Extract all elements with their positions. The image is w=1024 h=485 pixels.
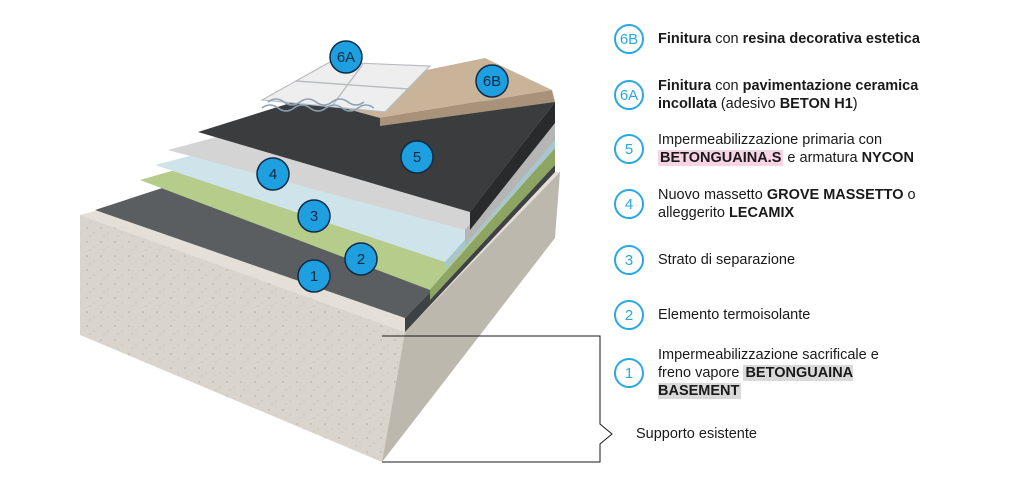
support-callout-line xyxy=(382,335,613,463)
badge-6b: 6B xyxy=(475,64,509,98)
badge-6a-label: 6A xyxy=(337,49,355,66)
badge-4-label: 4 xyxy=(269,166,277,183)
finish-6a-ceramic-tiles xyxy=(260,61,432,113)
legend-number-6a: 6A xyxy=(614,80,644,110)
legend-number-3: 3 xyxy=(614,245,644,275)
legend-text-6b: Finitura con resina decorativa estetica xyxy=(658,31,920,47)
legend-item-6b: 6B Finitura con resina decorativa esteti… xyxy=(614,24,958,54)
legend-text-5: Impermeabilizzazione primaria con BETONG… xyxy=(658,132,914,166)
legend-item-4: 4 Nuovo massetto GROVE MASSETTO o allegg… xyxy=(614,186,958,222)
badge-6b-label: 6B xyxy=(483,73,501,90)
legend-number-4: 4 xyxy=(614,189,644,219)
badge-1: 1 xyxy=(297,259,331,293)
supporto-esistente-label: Supporto esistente xyxy=(636,426,757,442)
badge-5-label: 5 xyxy=(413,149,421,166)
legend-text-4: Nuovo massetto GROVE MASSETTO o allegger… xyxy=(658,187,916,221)
legend-number-2: 2 xyxy=(614,300,644,330)
legend-text-2: Elemento termoisolante xyxy=(658,307,811,323)
legend-item-5: 5 Impermeabilizzazione primaria con BETO… xyxy=(614,131,958,167)
badge-1-label: 1 xyxy=(310,268,318,285)
badge-6a: 6A xyxy=(329,40,363,74)
legend-number-1: 1 xyxy=(614,358,644,388)
badge-5: 5 xyxy=(400,140,434,174)
legend-item-6a: 6A Finitura con pavimentazione ceramica … xyxy=(614,77,958,113)
legend-item-2: 2 Elemento termoisolante xyxy=(614,300,958,330)
badge-3-label: 3 xyxy=(310,208,318,225)
legend-text-6a: Finitura con pavimentazione ceramica inc… xyxy=(658,78,919,112)
legend-number-6b: 6B xyxy=(614,24,644,54)
badge-2-label: 2 xyxy=(357,251,365,268)
legend-text-3: Strato di separazione xyxy=(658,252,796,268)
badge-3: 3 xyxy=(297,199,331,233)
legend-number-5: 5 xyxy=(614,134,644,164)
legend-item-3: 3 Strato di separazione xyxy=(614,245,958,275)
badge-4: 4 xyxy=(256,157,290,191)
legend-text-1: Impermeabilizzazione sacrificale e freno… xyxy=(658,347,879,399)
layer-5-waterproofing xyxy=(198,100,555,230)
legend-item-1: 1 Impermeabilizzazione sacrificale e fre… xyxy=(614,346,908,400)
badge-2: 2 xyxy=(344,242,378,276)
